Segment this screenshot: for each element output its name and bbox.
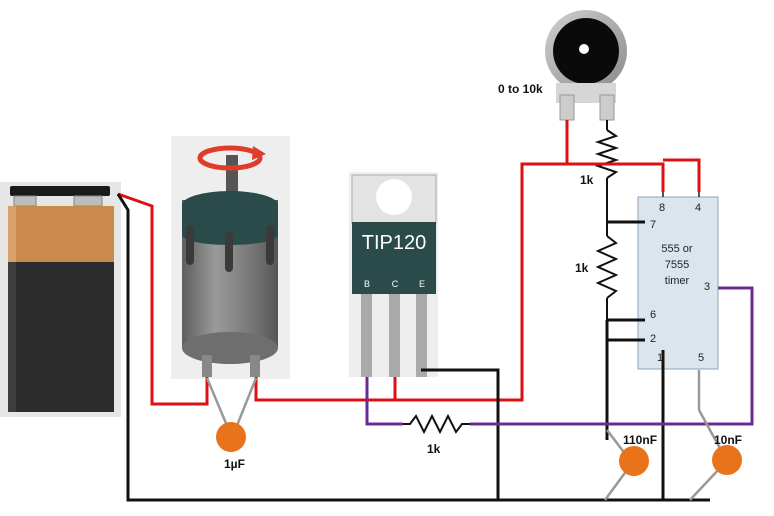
timer-pin-1: 1	[657, 352, 663, 364]
potentiometer-label: 0 to 10k	[498, 82, 543, 96]
timer-pin-6: 6	[650, 309, 656, 321]
resistor-base	[403, 413, 470, 435]
capacitor-timing	[603, 429, 649, 501]
capacitor-control	[689, 370, 742, 501]
resistor-mid	[595, 222, 619, 320]
resistor-top-label: 1k	[580, 173, 594, 187]
battery-9v-icon	[0, 182, 121, 417]
wires	[116, 120, 754, 502]
potentiometer-knob-icon	[545, 10, 627, 121]
timer-pin-2: 2	[650, 333, 656, 345]
capacitor-control-label: 10nF	[714, 433, 742, 447]
dc-motor-icon	[171, 136, 290, 379]
capacitor-motor	[205, 377, 258, 452]
timer-ic	[637, 192, 719, 370]
resistor-top	[594, 120, 620, 222]
timer-pin-3: 3	[704, 281, 710, 293]
timer-pin-8: 8	[659, 202, 665, 214]
transistor-tip120	[349, 172, 438, 377]
timer-label-line3: timer	[665, 275, 690, 287]
timer-pin-7: 7	[650, 219, 656, 231]
resistor-base-label: 1k	[427, 442, 441, 456]
timer-pin-5: 5	[698, 352, 704, 364]
transistor-pin-c: C	[392, 279, 399, 289]
resistor-mid-label: 1k	[575, 261, 589, 275]
capacitor-timing-label: 110nF	[623, 433, 657, 447]
capacitor-motor-label: 1µF	[224, 457, 245, 471]
timer-label-line1: 555 or	[661, 243, 693, 255]
timer-pin-4: 4	[695, 202, 701, 214]
timer-label-line2: 7555	[665, 259, 689, 271]
rotation-arrow-icon	[197, 145, 266, 171]
transistor-pin-e: E	[419, 279, 425, 289]
transistor-label: TIP120	[362, 232, 426, 254]
transistor-pin-b: B	[364, 279, 370, 289]
